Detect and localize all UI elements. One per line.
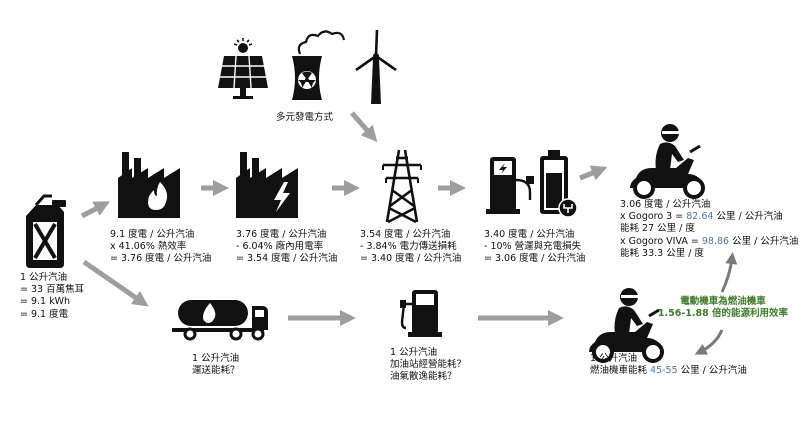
thermal-line-1: 9.1 度電 / 公升汽油 — [110, 229, 195, 240]
charging-line-1: 3.40 度電 / 公升汽油 — [484, 229, 575, 240]
arrow-compare-down — [694, 329, 724, 355]
arrow-sources-to-tower — [350, 111, 378, 143]
viva-value: 98.86 — [701, 235, 730, 247]
wind-turbine-icon — [355, 29, 397, 104]
plant-output-line-1: 3.76 度電 / 公升汽油 — [236, 229, 327, 240]
gogoro3-value: 82.64 — [686, 211, 714, 223]
charging-text: 3.40 度電 / 公升汽油 - 10% 營運與充電損失 = 3.06 度電 /… — [484, 229, 585, 266]
gasoline-line-3: = 9.1 kWh — [20, 296, 71, 308]
gogoro3-suffix: 公里 / 公升汽油 — [713, 211, 783, 223]
electric-power-plant-icon — [236, 152, 298, 218]
gas-scooter-line-2: 燃油機車能耗 45-55 公里 / 公升汽油 — [590, 365, 747, 377]
arrow-compare-up — [720, 252, 738, 293]
plant-output-line-2: - 6.04% 廠內用電率 — [236, 241, 324, 253]
escooter-line-1: 3.06 度電 / 公升汽油 — [620, 199, 711, 210]
viva-suffix: 公里 / 公升汽油 — [729, 235, 799, 247]
charging-line-3: = 3.06 度電 / 公升汽油 — [484, 253, 586, 265]
plant-output-text: 3.76 度電 / 公升汽油 - 6.04% 廠內用電率 = 3.54 度電 /… — [236, 229, 337, 266]
gas-station-text: 1 公升汽油 加油站經營能耗？ 油氣散逸能耗？ — [390, 347, 466, 384]
gasoline-line-2: = 33 百萬焦耳 — [20, 284, 85, 296]
comparison-line-1: 電動機車為燃油機車 — [680, 296, 766, 307]
comparison-line-2: 1.56-1.88 倍的能源利用效率 — [657, 308, 789, 320]
transmission-text: 3.54 度電 / 公升汽油 - 3.84% 電力傳送損耗 = 3.40 度電 … — [360, 229, 461, 266]
arrow-can-to-tanker — [82, 259, 149, 307]
comparison-text: 電動機車為燃油機車 1.56-1.88 倍的能源利用效率 — [650, 296, 796, 320]
nuclear-plant-icon — [292, 30, 346, 100]
gas-scooter-text: 1 公升汽油 燃油機車能耗 45-55 公里 / 公升汽油 — [590, 353, 747, 377]
arrow-can-to-plant — [80, 201, 111, 219]
station-line-1: 1 公升汽油 — [390, 347, 438, 358]
electric-scooter-text: 3.06 度電 / 公升汽油 x Gogoro 3 = 82.64 公里 / 公… — [620, 199, 798, 260]
gasoline-scooter-rider-icon — [589, 288, 664, 363]
transmission-line-3: = 3.40 度電 / 公升汽油 — [360, 253, 462, 265]
plant-output-line-3: = 3.54 度電 / 公升汽油 — [236, 253, 338, 265]
thermal-line-3: = 3.76 度電 / 公升汽油 — [110, 253, 212, 265]
thermal-power-plant-icon — [118, 152, 180, 218]
gogoro3-line: x Gogoro 3 = 82.64 公里 / 公升汽油 — [620, 211, 798, 223]
tanker-line-2: 運送能耗？ — [192, 365, 240, 377]
station-line-2: 加油站經營能耗？ — [390, 359, 467, 371]
electric-scooter-rider-icon — [630, 124, 705, 199]
charging-station-icon — [486, 157, 534, 214]
battery-charging-icon — [540, 150, 578, 218]
sources-label: 多元發電方式 — [276, 112, 334, 123]
viva-consumption: 能耗 33.3 公里 / 度 — [620, 247, 704, 259]
fuel-tanker-truck-icon — [172, 300, 268, 341]
thermal-plant-text: 9.1 度電 / 公升汽油 x 41.06% 熱效率 = 3.76 度電 / 公… — [110, 229, 211, 266]
transmission-line-2: - 3.84% 電力傳送損耗 — [360, 241, 457, 253]
gasoline-line-4: = 9.1 度電 — [20, 308, 69, 320]
gas-pump-icon — [400, 290, 442, 337]
gas-scooter-suffix: 公里 / 公升汽油 — [677, 365, 747, 377]
gas-scooter-prefix: 燃油機車能耗 — [590, 365, 651, 377]
thermal-line-2: x 41.06% 熱效率 — [110, 241, 187, 253]
station-line-3: 油氣散逸能耗？ — [390, 371, 457, 383]
gas-scooter-line-1: 1 公升汽油 — [590, 353, 638, 364]
tanker-text: 1 公升汽油 運送能耗？ — [192, 353, 240, 377]
gas-scooter-value: 45-55 — [650, 365, 678, 377]
fuel-jerrycan-icon — [26, 194, 66, 268]
viva-prefix: x Gogoro VIVA = — [620, 235, 702, 247]
gasoline-line-1: 1 公升汽油 — [20, 272, 68, 283]
gogoro3-prefix: x Gogoro 3 = — [620, 211, 687, 223]
transmission-tower-icon — [382, 149, 422, 224]
gogoro3-consumption: 能耗 27 公里 / 度 — [620, 223, 695, 235]
solar-panel-icon — [218, 38, 268, 99]
viva-line: x Gogoro VIVA = 98.86 公里 / 公升汽油 — [620, 236, 798, 248]
transmission-line-1: 3.54 度電 / 公升汽油 — [360, 229, 451, 240]
charging-line-2: - 10% 營運與充電損失 — [484, 241, 582, 253]
tanker-line-1: 1 公升汽油 — [192, 353, 240, 364]
gasoline-text: 1 公升汽油 = 33 百萬焦耳 = 9.1 kWh = 9.1 度電 — [20, 272, 84, 321]
arrow-charger-to-escooter — [579, 165, 608, 181]
